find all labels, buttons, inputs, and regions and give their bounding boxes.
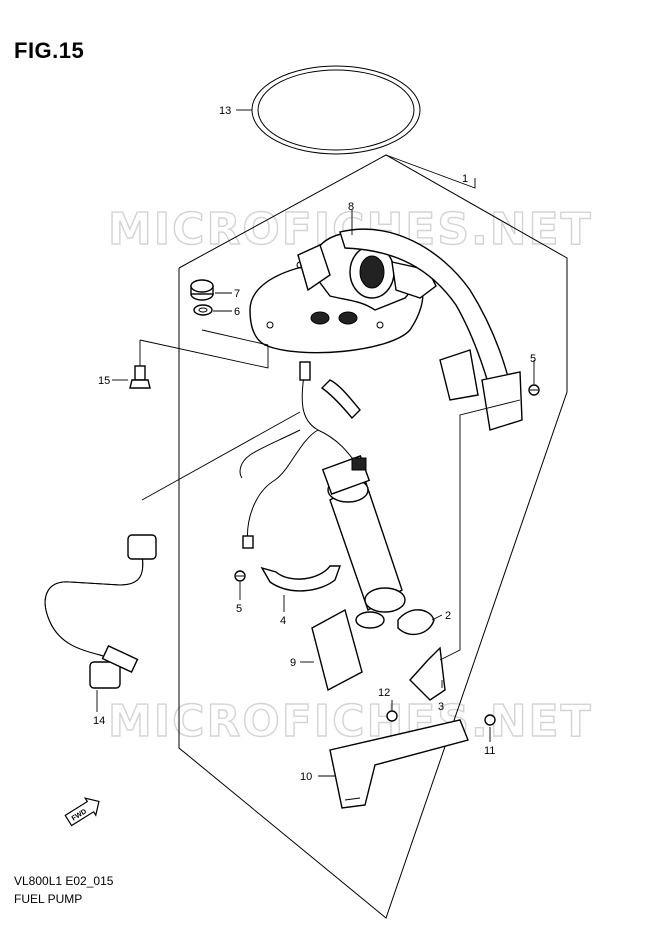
pump-clamp (260, 565, 341, 592)
callout-6: 6 (234, 306, 240, 318)
o-ring (251, 65, 421, 155)
callout-labels: 13 1 8 7 6 15 5 5 4 2 9 12 3 14 11 10 (93, 105, 536, 783)
leader-lines (96, 109, 535, 777)
nut (190, 279, 214, 301)
fuel-pump-motor (321, 455, 406, 613)
callout-13: 13 (219, 105, 231, 117)
callout-8: 8 (348, 201, 354, 213)
callout-5-lower: 5 (236, 603, 242, 615)
forward-arrow-icon: FWD (64, 797, 100, 827)
washer (193, 304, 213, 316)
bolt-15 (129, 365, 151, 389)
callout-12: 12 (378, 687, 390, 699)
screw-12 (386, 710, 398, 722)
screw-5-upper (528, 384, 540, 396)
callout-11: 11 (484, 745, 495, 757)
callout-5-upper: 5 (530, 353, 536, 365)
wiring-harness (239, 361, 361, 549)
watermark-bottom: MICROFICHES.NET (108, 696, 593, 747)
callout-1: 1 (462, 173, 468, 185)
fuel-level-arm (339, 228, 523, 431)
fuel-hose (44, 534, 157, 689)
callout-4: 4 (280, 615, 286, 627)
lower-cover (329, 719, 469, 809)
figure-title: FIG.15 (14, 38, 85, 63)
pump-bracket (409, 646, 446, 701)
callout-9: 9 (290, 657, 296, 669)
callout-7: 7 (234, 288, 240, 300)
pump-filter (355, 609, 435, 636)
screw-5-lower (234, 570, 246, 582)
callout-15: 15 (98, 375, 110, 387)
callout-14: 14 (93, 715, 105, 727)
callout-2: 2 (445, 610, 451, 622)
diagram-name: FUEL PUMP (14, 892, 83, 906)
fuel-strainer (311, 608, 363, 692)
callout-3: 3 (438, 701, 444, 713)
callout-10: 10 (300, 771, 312, 783)
model-code: VL800L1 E02_015 (14, 874, 114, 888)
screw-11 (484, 714, 496, 726)
